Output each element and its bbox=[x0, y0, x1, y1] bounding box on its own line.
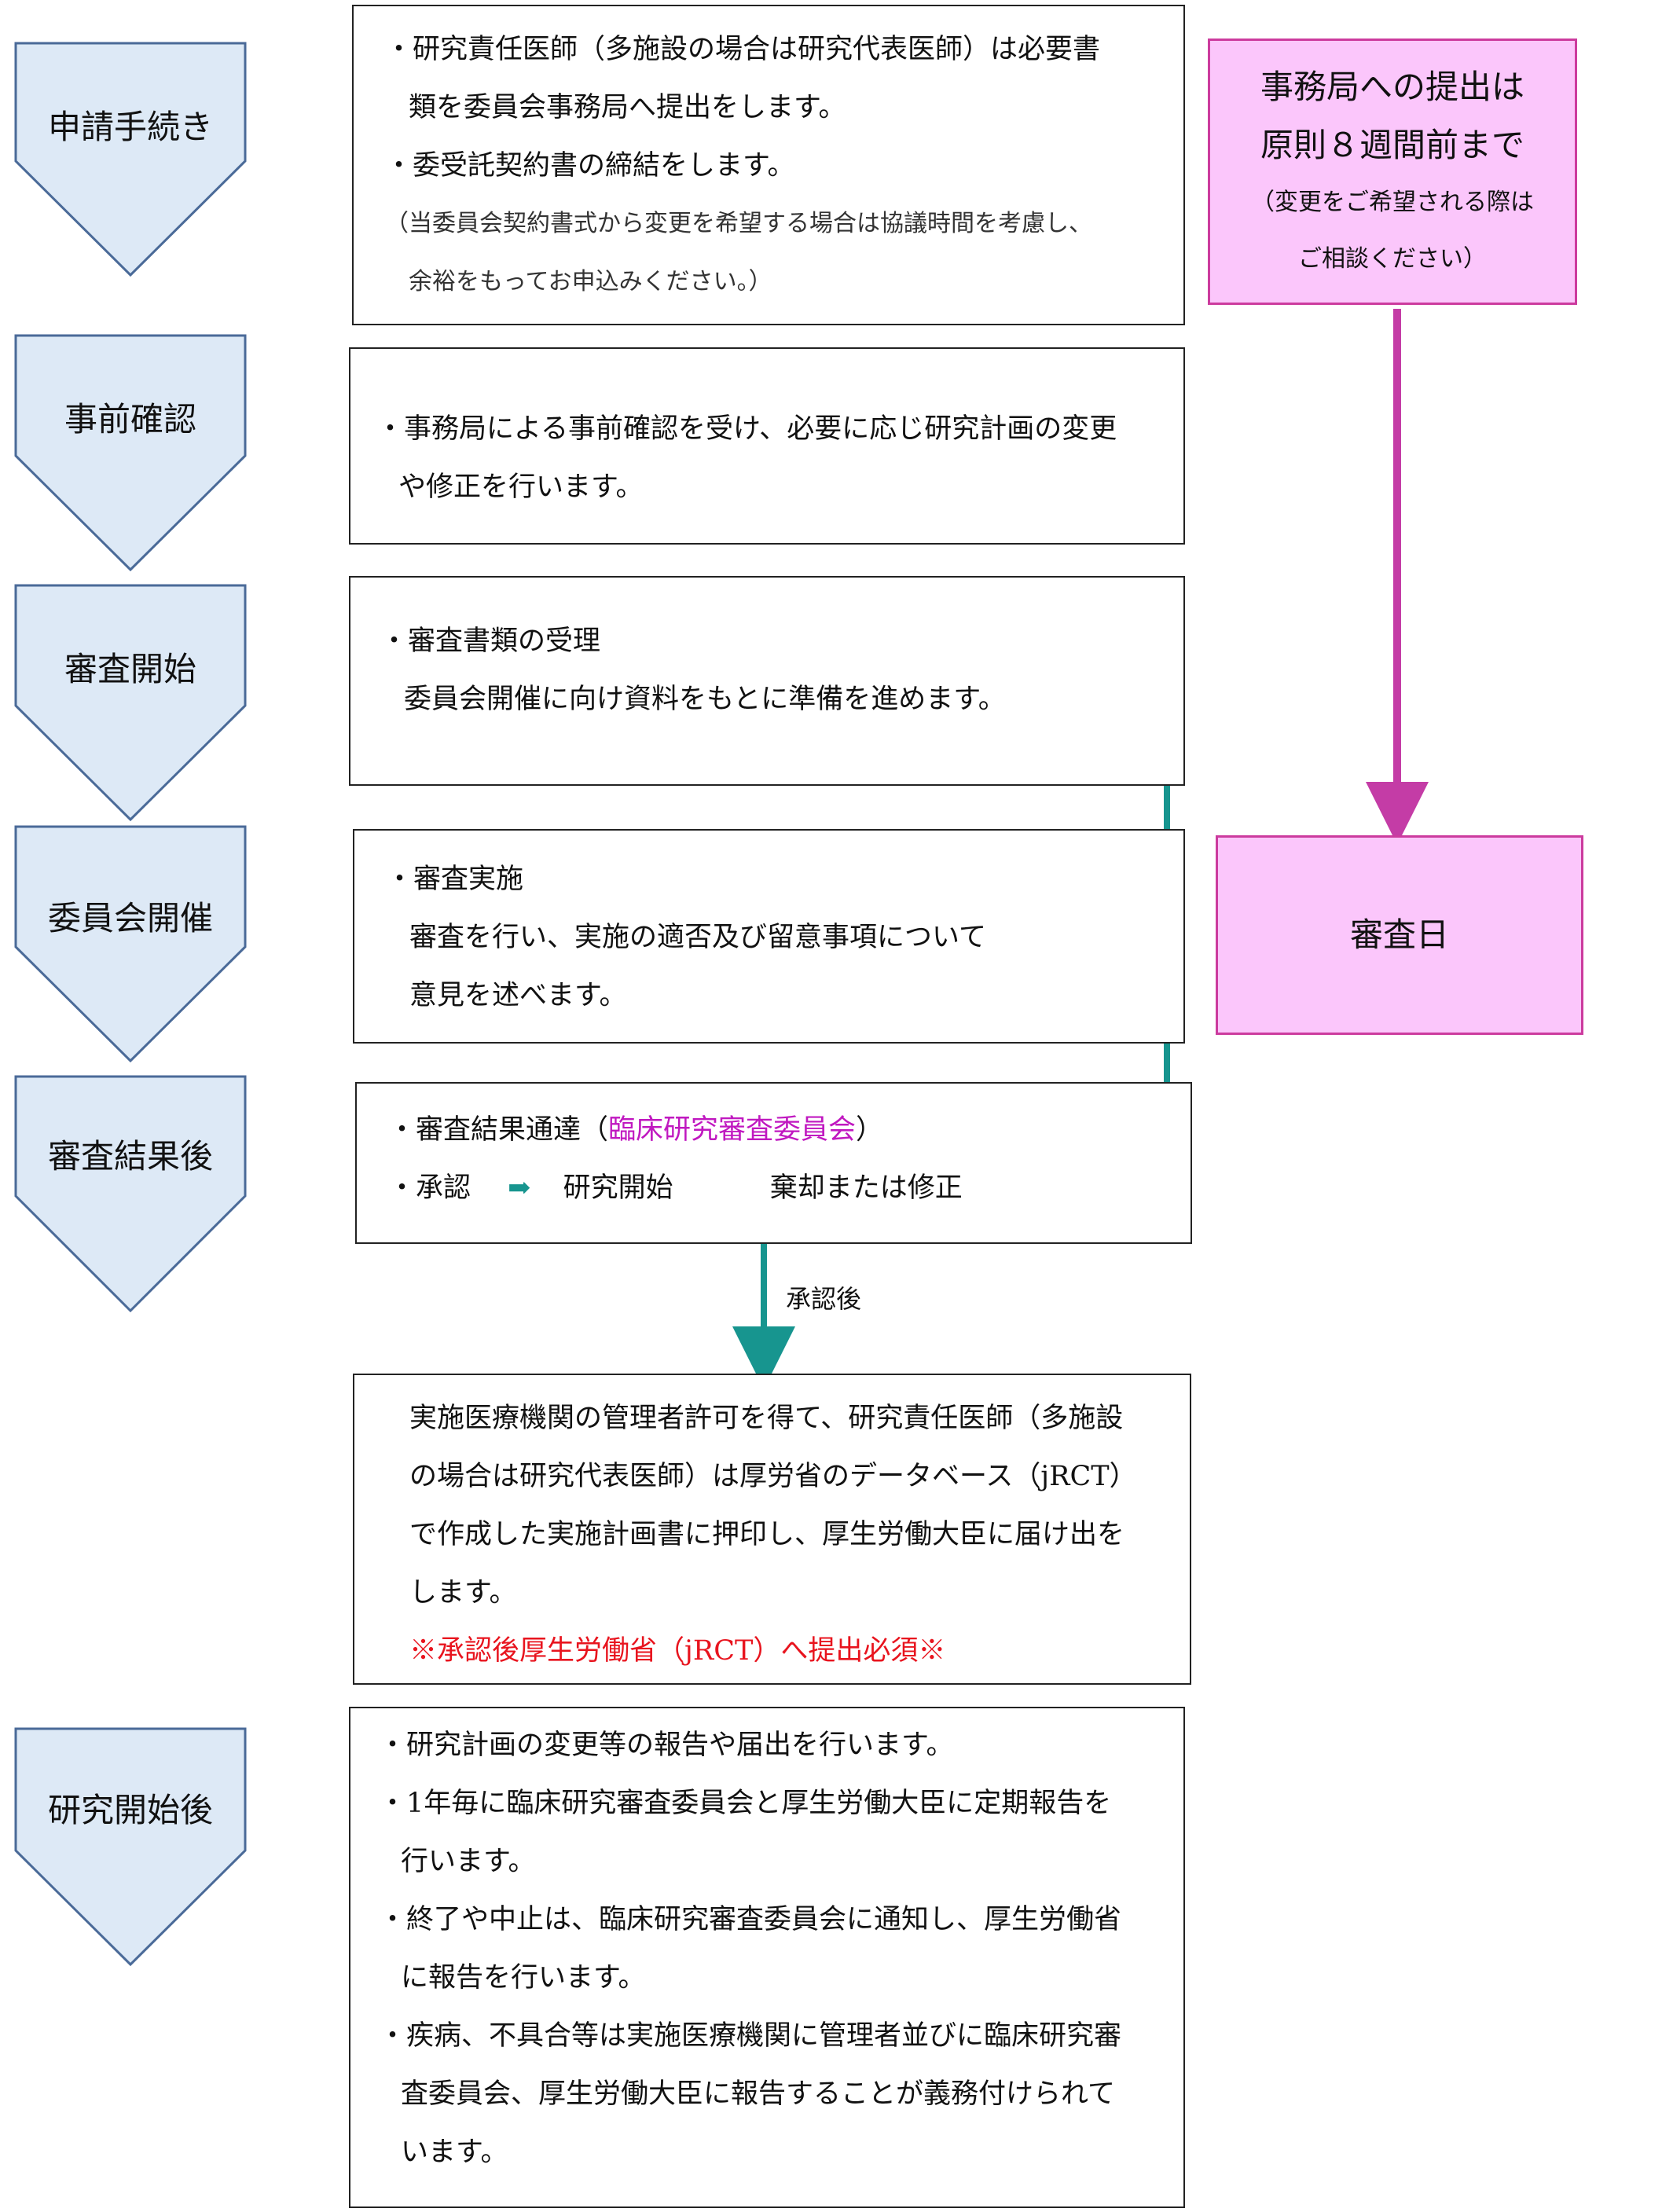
review-start-line-2: 委員会開催に向け資料をもとに準備を進めます。 bbox=[404, 684, 1006, 715]
after-approval-label: 承認後 bbox=[786, 1284, 862, 1314]
post-start-line-4: ・終了や中止は、臨床研究審査委員会に通知し、厚生労働省 bbox=[379, 1904, 1122, 1935]
result-approve: ・承認 bbox=[388, 1172, 471, 1204]
review-start-line-1: ・審査書類の受理 bbox=[380, 625, 601, 657]
jrct-line-3: で作成した実施計画書に押印し、厚生労働大臣に届け出を bbox=[409, 1519, 1125, 1550]
deadline-line-1: 事務局への提出は bbox=[1260, 68, 1524, 106]
result-box: ・審査結果通達（臨床研究審査委員会） ・承認 ➡ 研究開始 棄却または修正 bbox=[355, 1082, 1192, 1244]
review-day-box: 審査日 bbox=[1216, 835, 1583, 1035]
stage-chevron-result bbox=[14, 1075, 247, 1313]
deadline-line-4: ご相談ください） bbox=[1298, 245, 1487, 273]
result-notice-prefix: ・審査結果通達（ bbox=[388, 1114, 609, 1146]
precheck-line-2: や修正を行います。 bbox=[398, 471, 644, 503]
application-line-1: ・研究責任医師（多施設の場合は研究代表医師）は必要書 bbox=[385, 34, 1101, 65]
result-reject: 棄却または修正 bbox=[769, 1172, 963, 1204]
meeting-box: ・審査実施 審査を行い、実施の適否及び留意事項について 意見を述べます。 bbox=[353, 829, 1185, 1044]
result-notice-suffix: ） bbox=[856, 1114, 884, 1146]
application-line-4: （当委員会契約書式から変更を希望する場合は協議時間を考慮し、 bbox=[385, 210, 1092, 237]
jrct-line-2: の場合は研究代表医師）は厚労省のデータベース（jRCT） bbox=[409, 1461, 1137, 1492]
review-start-box: ・審査書類の受理 委員会開催に向け資料をもとに準備を進めます。 bbox=[349, 576, 1185, 786]
application-line-2: 類を委員会事務局へ提出をします。 bbox=[409, 92, 846, 123]
result-line-2: ・承認 ➡ 研究開始 棄却または修正 bbox=[388, 1159, 1191, 1217]
deadline-box: 事務局への提出は 原則８週間前まで （変更をご希望される際は ご相談ください） bbox=[1208, 39, 1577, 305]
result-start: 研究開始 bbox=[563, 1172, 673, 1204]
stage-chevron-review-start bbox=[14, 584, 247, 822]
post-start-box: ・研究計画の変更等の報告や届出を行います。 ・1年毎に臨床研究審査委員会と厚生労… bbox=[349, 1707, 1185, 2208]
jrct-line-1: 実施医療機関の管理者許可を得て、研究責任医師（多施設 bbox=[409, 1403, 1124, 1434]
meeting-line-3: 意見を述べます。 bbox=[409, 980, 627, 1011]
stage-label-result: 審査結果後 bbox=[47, 1137, 213, 1176]
review-day-label: 審査日 bbox=[1349, 915, 1449, 954]
stage-chevron-post-start bbox=[14, 1727, 247, 1967]
post-start-line-3: 行います。 bbox=[401, 1846, 536, 1877]
meeting-line-1: ・審査実施 bbox=[386, 864, 524, 895]
right-arrow-icon: ➡ bbox=[508, 1172, 531, 1204]
stage-label-meeting: 委員会開催 bbox=[47, 899, 213, 937]
meeting-line-2: 審査を行い、実施の適否及び留意事項について bbox=[409, 922, 986, 953]
stage-label-review-start: 審査開始 bbox=[64, 650, 196, 688]
result-committee-name: 臨床研究審査委員会 bbox=[608, 1114, 857, 1146]
post-start-line-7: 査委員会、厚生労働大臣に報告することが義務付けられて bbox=[401, 2078, 1115, 2110]
application-box: ・研究責任医師（多施設の場合は研究代表医師）は必要書 類を委員会事務局へ提出をし… bbox=[352, 5, 1185, 325]
jrct-box: 実施医療機関の管理者許可を得て、研究責任医師（多施設 の場合は研究代表医師）は厚… bbox=[353, 1374, 1191, 1685]
stage-chevron-precheck bbox=[14, 334, 247, 572]
post-start-line-5: に報告を行います。 bbox=[401, 1962, 646, 1994]
post-start-line-2: ・1年毎に臨床研究審査委員会と厚生労働大臣に定期報告を bbox=[379, 1788, 1112, 1819]
post-start-line-8: います。 bbox=[401, 2137, 508, 2168]
stage-chevron-meeting bbox=[14, 825, 247, 1063]
application-line-5: 余裕をもってお申込みください。） bbox=[409, 268, 772, 295]
deadline-line-3: （変更をご希望される際は bbox=[1251, 189, 1534, 216]
jrct-line-5: ※承認後厚生労働省（jRCT）へ提出必須※ bbox=[409, 1635, 946, 1667]
precheck-box: ・事務局による事前確認を受け、必要に応じ研究計画の変更 や修正を行います。 bbox=[349, 347, 1185, 545]
stage-label-application: 申請手続き bbox=[47, 108, 213, 146]
application-line-3: ・委受託契約書の締結をします。 bbox=[385, 150, 795, 182]
stage-label-precheck: 事前確認 bbox=[64, 400, 196, 438]
deadline-line-2: 原則８週間前まで bbox=[1260, 126, 1524, 164]
post-start-line-1: ・研究計画の変更等の報告や届出を行います。 bbox=[379, 1730, 954, 1761]
post-start-line-6: ・疾病、不具合等は実施医療機関に管理者並びに臨床研究審 bbox=[379, 2020, 1122, 2052]
precheck-line-1: ・事務局による事前確認を受け、必要に応じ研究計画の変更 bbox=[376, 413, 1117, 445]
stage-label-post-start: 研究開始後 bbox=[47, 1791, 213, 1829]
jrct-line-4: します。 bbox=[409, 1577, 517, 1609]
stage-chevron-application bbox=[14, 42, 247, 277]
result-line-1: ・審査結果通達（臨床研究審査委員会） bbox=[388, 1101, 1191, 1159]
